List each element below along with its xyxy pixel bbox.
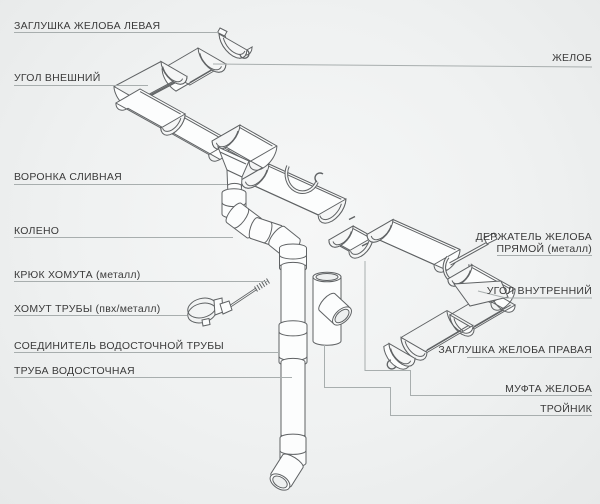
outer-corner xyxy=(113,60,188,136)
label-gutter-holder: ДЕРЖАТЕЛЬ ЖЕЛОБА ПРЯМОЙ (металл) xyxy=(476,231,592,255)
pointer-lines xyxy=(14,32,593,416)
downpipe xyxy=(279,243,307,335)
label-pipe-connector: СОЕДИНИТЕЛЬ ВОДОСТОЧНОЙ ТРУБЫ xyxy=(14,340,224,352)
label-downpipe: ТРУБА ВОДОСТОЧНАЯ xyxy=(14,365,135,377)
label-gutter-holder-line1: ДЕРЖАТЕЛЬ ЖЕЛОБА xyxy=(475,231,592,243)
label-right-end-cap: ЗАГЛУШКА ЖЕЛОБА ПРАВАЯ xyxy=(438,344,592,356)
label-outer-corner: УГОЛ ВНЕШНИЙ xyxy=(14,72,101,84)
downpipe-lower xyxy=(279,357,307,468)
inner-corner xyxy=(447,264,516,337)
clamp-hook-metal xyxy=(219,278,270,315)
label-tee: ТРОЙНИК xyxy=(540,403,592,415)
label-gutter-coupler: МУФТА ЖЕЛОБА xyxy=(505,383,592,395)
label-pipe-clamp: ХОМУТ ТРУБЫ (пвх/металл) xyxy=(14,303,161,315)
label-elbow: КОЛЕНО xyxy=(14,225,60,237)
pipe-clamp xyxy=(187,297,224,327)
label-clamp-hook: КРЮК ХОМУТА (металл) xyxy=(14,269,141,281)
gutter-section-main xyxy=(240,163,347,224)
outlet-elbow xyxy=(269,453,304,491)
tee xyxy=(312,271,352,346)
elbow xyxy=(221,188,301,259)
left-gutter-end-cap xyxy=(216,27,253,59)
label-gutter: ЖЕЛОБ xyxy=(552,52,592,64)
right-gutter-end-cap xyxy=(383,342,416,370)
gutter-holder-on-gutter xyxy=(284,165,324,194)
label-left-end-cap: ЗАГЛУШКА ЖЕЛОБА ЛЕВАЯ xyxy=(14,20,161,32)
label-drain-funnel: ВОРОНКА СЛИВНАЯ xyxy=(14,171,122,183)
gutter-coupler xyxy=(328,215,374,259)
label-gutter-holder-line2: ПРЯМОЙ (металл) xyxy=(496,243,592,255)
label-inner-corner: УГОЛ ВНУТРЕННИЙ xyxy=(486,285,592,297)
gutter-section-bottom xyxy=(400,310,474,361)
downpipe-connector xyxy=(278,320,308,367)
